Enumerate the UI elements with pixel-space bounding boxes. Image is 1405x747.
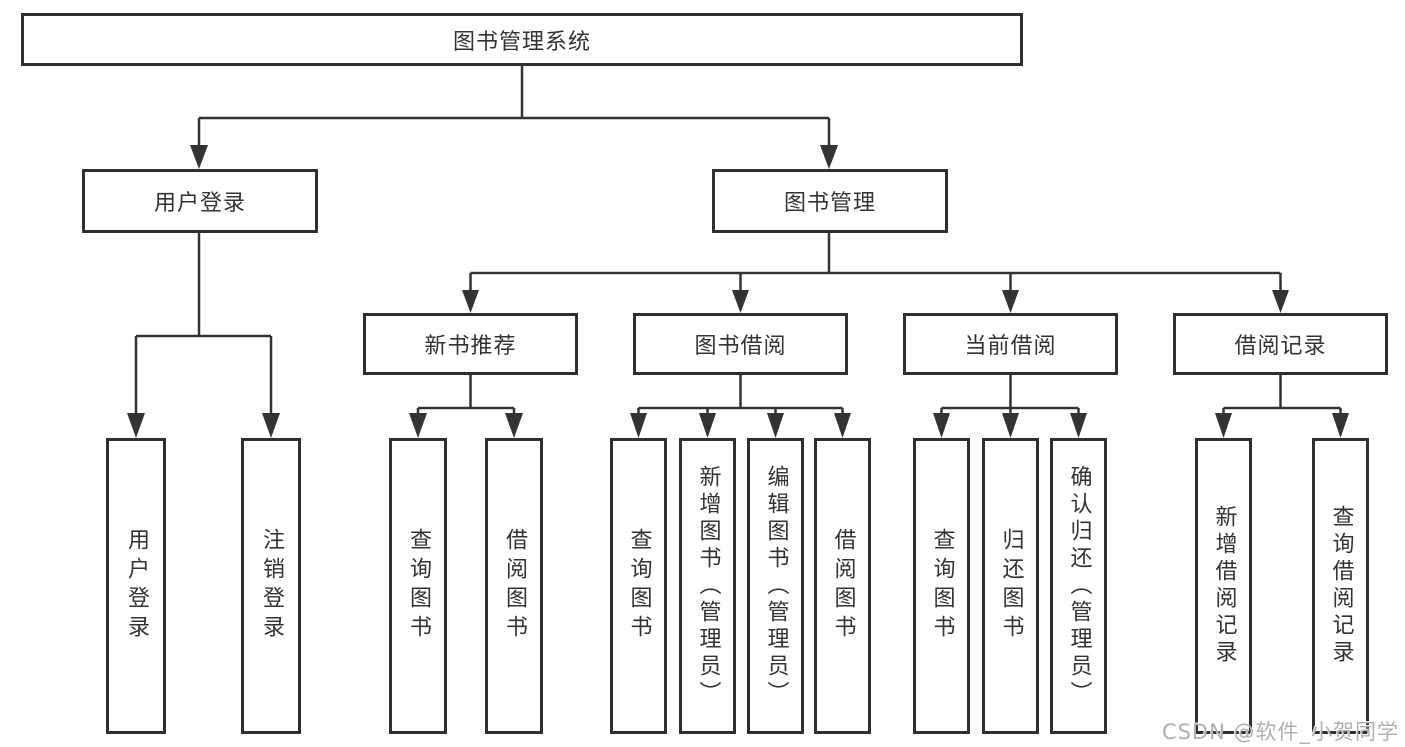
leaf-return-books-label: 归还图书: [998, 528, 1024, 644]
leaf-query-books-current: 查询图书: [913, 438, 970, 734]
node-current-borrowing: 当前借阅: [903, 313, 1118, 375]
leaf-add-borrow-record-label: 新增借阅记录: [1211, 505, 1237, 667]
leaf-confirm-return-admin: 确认归还（管理员）: [1050, 438, 1107, 734]
leaf-edit-book-admin: 编辑图书（管理员）: [747, 438, 804, 734]
leaf-confirm-return-admin-label: 确认归还（管理员）: [1066, 464, 1092, 708]
node-new-book-recommend: 新书推荐: [363, 313, 578, 375]
node-new-book-recommend-label: 新书推荐: [424, 334, 517, 359]
node-borrowing-records-label: 借阅记录: [1234, 334, 1327, 359]
node-book-borrowing: 图书借阅: [633, 313, 848, 375]
node-root-label: 图书管理系统: [452, 29, 591, 55]
leaf-logout-login-label: 注销登录: [259, 528, 284, 644]
node-book-management-label: 图书管理: [783, 191, 876, 216]
leaf-query-books-borrowing: 查询图书: [610, 438, 667, 734]
leaf-borrow-books-recommend: 借阅图书: [485, 438, 543, 734]
node-current-borrowing-label: 当前借阅: [964, 334, 1057, 359]
node-user-login: 用户登录: [82, 169, 318, 233]
leaf-return-books: 归还图书: [982, 438, 1039, 734]
node-book-borrowing-label: 图书借阅: [694, 334, 787, 359]
leaf-query-books-borrowing-label: 查询图书: [626, 528, 652, 644]
leaf-query-books-recommend: 查询图书: [389, 438, 447, 734]
leaf-add-book-admin-label: 新增图书（管理员）: [695, 464, 721, 708]
leaf-edit-book-admin-label: 编辑图书（管理员）: [763, 464, 789, 708]
leaf-user-login: 用户登录: [106, 438, 166, 734]
leaf-query-borrow-record-label: 查询借阅记录: [1328, 505, 1354, 667]
leaf-query-books-current-label: 查询图书: [929, 528, 955, 644]
leaf-borrow-books-borrowing-label: 借阅图书: [830, 528, 856, 644]
arrowhead-icons: [127, 145, 1349, 438]
leaf-add-book-admin: 新增图书（管理员）: [679, 438, 736, 734]
leaf-user-login-label: 用户登录: [124, 528, 149, 644]
leaf-query-borrow-record: 查询借阅记录: [1312, 438, 1369, 734]
node-book-management: 图书管理: [712, 169, 948, 233]
node-user-login-label: 用户登录: [153, 191, 246, 216]
leaf-add-borrow-record: 新增借阅记录: [1195, 438, 1252, 734]
node-root: 图书管理系统: [21, 13, 1023, 66]
leaf-borrow-books-borrowing: 借阅图书: [814, 438, 871, 734]
leaf-query-books-recommend-label: 查询图书: [406, 528, 431, 644]
leaf-borrow-books-recommend-label: 借阅图书: [502, 528, 527, 644]
node-borrowing-records: 借阅记录: [1173, 313, 1388, 375]
leaf-logout-login: 注销登录: [241, 438, 301, 734]
watermark: CSDN @软件_小贺同学: [1161, 720, 1399, 744]
